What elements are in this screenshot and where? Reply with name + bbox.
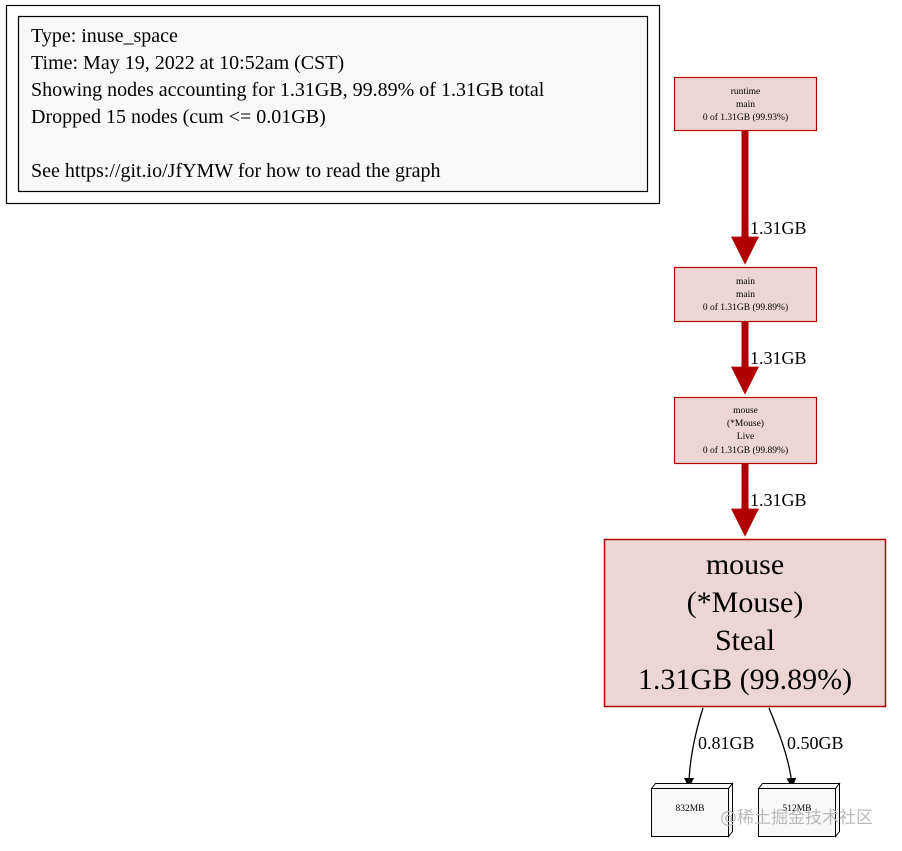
node-label: (*Mouse)	[687, 586, 804, 619]
node-runtime-main[interactable]: runtime main 0 of 1.31GB (99.93%)	[673, 76, 818, 132]
node-label: Live	[737, 432, 754, 442]
leaf-node-832mb[interactable]: 832MB	[650, 782, 734, 838]
node-main-main[interactable]: main main 0 of 1.31GB (99.89%)	[673, 266, 818, 323]
legend-line-dropped: Dropped 15 nodes (cum <= 0.01GB)	[31, 106, 326, 128]
node-label: mouse	[733, 406, 758, 416]
node-label: mouse	[706, 548, 784, 581]
edge-label: 1.31GB	[750, 218, 807, 238]
node-label: main	[736, 100, 755, 110]
node-label: 0 of 1.31GB (99.89%)	[703, 302, 788, 313]
edge-runtime-to-main: 1.31GB	[731, 131, 807, 265]
node-box	[603, 538, 887, 708]
edge-line	[768, 707, 797, 788]
leaf-box-top	[650, 783, 734, 789]
legend-line-showing: Showing nodes accounting for 1.31GB, 99.…	[31, 79, 545, 101]
node-box	[673, 396, 818, 465]
edge-main-to-live: 1.31GB	[731, 322, 807, 395]
leaf-node-512mb[interactable]: 512MB	[757, 782, 841, 838]
leaf-box-top	[757, 783, 841, 789]
legend-line-see: See https://git.io/JfYMW for how to read…	[31, 160, 441, 182]
edge-label: 1.31GB	[750, 348, 807, 368]
edge-label: 0.81GB	[698, 733, 755, 753]
node-box	[673, 266, 818, 323]
node-label: runtime	[731, 87, 761, 97]
edge-label: 0.50GB	[787, 733, 844, 753]
node-label: (*Mouse)	[727, 418, 764, 429]
edge-line	[684, 707, 704, 788]
leaf-label: 832MB	[675, 804, 704, 814]
leaf-box-front	[651, 788, 729, 837]
edge-label: 1.31GB	[750, 490, 807, 510]
legend-inner-box	[17, 15, 649, 193]
node-box	[673, 76, 818, 132]
node-label: Steal	[715, 624, 775, 657]
watermark-text: @稀土掘金技术社区	[720, 808, 873, 828]
node-mouse-steal[interactable]: mouse (*Mouse) Steal 1.31GB (99.89%)	[603, 538, 887, 708]
edge-steal-to-leaf2: 0.50GB	[768, 707, 844, 788]
node-label: 0 of 1.31GB (99.93%)	[703, 112, 788, 123]
node-label: main	[736, 290, 755, 300]
node-label: main	[736, 277, 755, 287]
legend-line-type: Type: inuse_space	[31, 25, 178, 47]
edge-live-to-steal: 1.31GB	[731, 464, 807, 537]
leaf-label: 512MB	[782, 804, 811, 814]
node-mouse-live[interactable]: mouse (*Mouse) Live 0 of 1.31GB (99.89%)	[673, 396, 818, 465]
edge-steal-to-leaf1: 0.81GB	[684, 707, 755, 788]
node-label: 0 of 1.31GB (99.89%)	[703, 445, 788, 456]
legend-line-time: Time: May 19, 2022 at 10:52am (CST)	[31, 52, 344, 74]
node-label: 1.31GB (99.89%)	[638, 663, 852, 696]
legend: Type: inuse_space Time: May 19, 2022 at …	[5, 4, 661, 205]
leaf-box-front	[758, 788, 836, 837]
